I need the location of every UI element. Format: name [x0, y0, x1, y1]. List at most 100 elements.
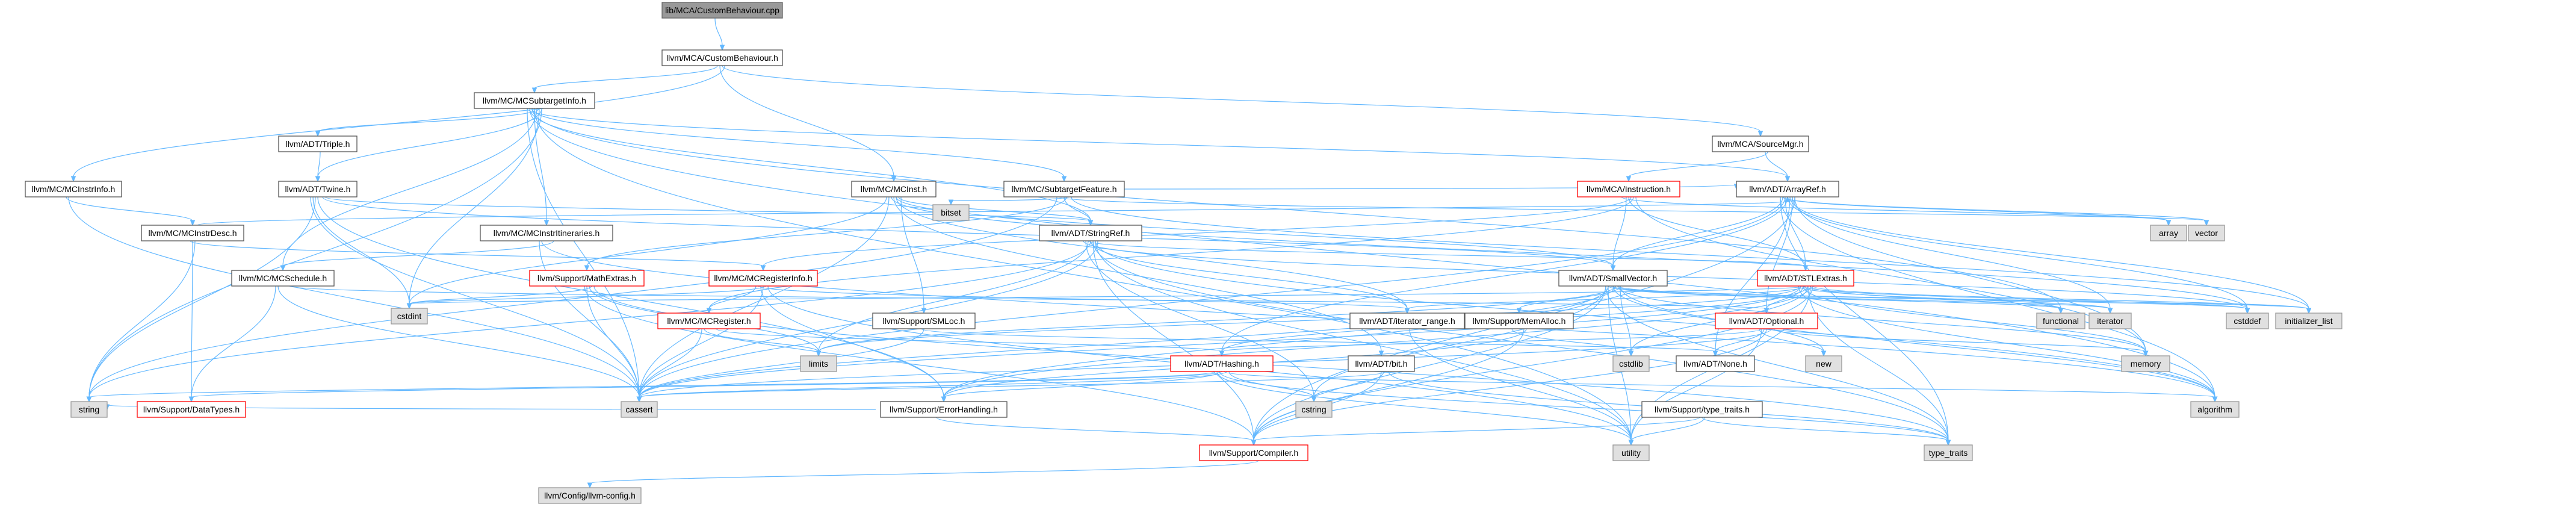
node-array[interactable]: array [2150, 225, 2187, 241]
edge-twine-to-errhandling [317, 196, 947, 403]
edge-arrowhead [941, 396, 947, 403]
node-smallvector[interactable]: llvm/ADT/SmallVector.h [1558, 270, 1668, 287]
edge-arrowhead [2203, 220, 2209, 226]
node-box [278, 181, 358, 197]
node-box [1736, 181, 1839, 197]
node-limits[interactable]: limits [800, 355, 837, 372]
node-mcregister[interactable]: llvm/MC/MCRegister.h [657, 313, 761, 329]
edge-mathextras-to-compiler [584, 285, 1257, 446]
node-errhandling[interactable]: llvm/Support/ErrorHandling.h [880, 401, 1008, 418]
node-compiler[interactable]: llvm/Support/Compiler.h [1199, 444, 1308, 461]
node-bitset[interactable]: bitset [932, 204, 970, 221]
edge-arrowhead [636, 396, 642, 403]
node-label: llvm/Support/Compiler.h [1209, 448, 1299, 458]
node-instruction[interactable]: llvm/MCA/Instruction.h [1577, 181, 1680, 197]
node-iterrange[interactable]: llvm/ADT/iterator_range.h [1349, 313, 1465, 329]
node-stringref[interactable]: llvm/ADT/StringRef.h [1039, 225, 1142, 241]
node-box [1641, 401, 1763, 418]
node-box [2188, 225, 2225, 241]
node-none[interactable]: llvm/ADT/None.h [1676, 355, 1755, 372]
node-root[interactable]: lib/MCA/CustomBehaviour.cpp [661, 2, 783, 19]
node-label: llvm/MC/SubtargetFeature.h [1011, 184, 1116, 194]
node-new[interactable]: new [1805, 355, 1842, 372]
node-cstdlib[interactable]: cstdlib [1612, 355, 1650, 372]
node-utility[interactable]: utility [1612, 444, 1650, 461]
node-triple[interactable]: llvm/ADT/Triple.h [278, 135, 358, 152]
node-arrayref[interactable]: llvm/ADT/ArrayRef.h [1736, 181, 1839, 197]
node-subtarget[interactable]: llvm/MC/MCSubtargetInfo.h [474, 92, 595, 109]
edge-arrowhead [948, 199, 954, 206]
node-label: llvm/ADT/Triple.h [286, 139, 350, 149]
edge-line [527, 108, 640, 398]
node-bit[interactable]: llvm/ADT/bit.h [1348, 355, 1415, 372]
node-memory[interactable]: memory [2121, 355, 2170, 372]
node-box [538, 487, 642, 504]
node-twine[interactable]: llvm/ADT/Twine.h [278, 181, 358, 197]
node-cassert[interactable]: cassert [621, 401, 658, 418]
node-instrdesc[interactable]: llvm/MC/MCInstrDesc.h [141, 225, 244, 241]
node-initlist[interactable]: initializer_list [2275, 313, 2342, 329]
node-stlextras[interactable]: llvm/ADT/STLExtras.h [1757, 270, 1854, 287]
edge-arrowhead [1088, 220, 1094, 226]
edge-optional-to-memory [1773, 328, 2149, 357]
node-hashing[interactable]: llvm/ADT/Hashing.h [1170, 355, 1274, 372]
node-box [1676, 355, 1755, 372]
edge-subtarget-to-subfeature [531, 108, 1067, 182]
edge-line [1407, 285, 1806, 309]
edge-line [758, 285, 1408, 309]
edge-line [317, 108, 542, 178]
edge-bit-to-cassert [636, 371, 1387, 403]
node-label: llvm/MC/MCSchedule.h [239, 273, 327, 283]
edge-line [310, 196, 640, 398]
node-mcinst[interactable]: llvm/MC/MCInst.h [851, 181, 937, 197]
edge-line [639, 196, 890, 398]
node-subfeature[interactable]: llvm/MC/SubtargetFeature.h [1003, 181, 1125, 197]
node-box [1295, 401, 1333, 418]
node-cstring[interactable]: cstring [1295, 401, 1333, 418]
edge-line [1773, 328, 2146, 352]
edge-line [1810, 285, 2061, 309]
node-box [2150, 225, 2187, 241]
edge-line [1617, 285, 2248, 309]
node-string[interactable]: string [70, 401, 108, 418]
edge-smloc-to-none [921, 328, 1718, 357]
node-label: functional [2043, 316, 2079, 326]
edge-line [898, 196, 1091, 222]
edge-line [943, 285, 1811, 398]
node-cb_h[interactable]: llvm/MCA/CustomBehaviour.h [661, 49, 783, 66]
node-type_traits[interactable]: type_traits [1924, 444, 1973, 461]
node-reginfo[interactable]: llvm/MC/MCRegisterInfo.h [708, 270, 818, 287]
edge-stlextras-to-iterrange [1404, 285, 1806, 314]
node-vector[interactable]: vector [2188, 225, 2225, 241]
node-memalloc[interactable]: llvm/Support/MemAlloc.h [1464, 313, 1574, 329]
node-datatypes[interactable]: llvm/Support/DataTypes.h [137, 401, 246, 418]
edge-mcregister-to-limits [704, 328, 822, 357]
node-functional[interactable]: functional [2036, 313, 2085, 329]
edge-line [66, 196, 193, 222]
node-iterator[interactable]: iterator [2088, 313, 2132, 329]
edge-arrowhead [587, 482, 593, 489]
node-cstddef[interactable]: cstddef [2226, 313, 2269, 329]
node-schedule[interactable]: llvm/MC/MCSchedule.h [231, 270, 335, 287]
node-algorithm[interactable]: algorithm [2190, 401, 2240, 418]
edge-line [1224, 371, 2215, 398]
edge-line [1612, 285, 2215, 398]
node-instritin[interactable]: llvm/MC/MCInstrItineraries.h [480, 225, 613, 241]
node-cstdint[interactable]: cstdint [391, 308, 428, 325]
edge-line [714, 17, 723, 46]
node-typetraits_h[interactable]: llvm/Support/type_traits.h [1641, 401, 1763, 418]
node-sourcemgr[interactable]: llvm/MCA/SourceMgr.h [1712, 135, 1809, 152]
edge-line [1313, 371, 1384, 398]
edge-instrdesc-to-arrayref [197, 196, 1791, 226]
node-instrinfo[interactable]: llvm/MC/MCInstrInfo.h [25, 181, 122, 197]
node-box [621, 401, 658, 418]
edge-line [1409, 328, 1632, 441]
edge-line [708, 196, 1634, 309]
node-llvmconfig[interactable]: llvm/Config/llvm-config.h [538, 487, 642, 504]
edge-hashing-to-algorithm [1224, 371, 2218, 403]
node-mathextras[interactable]: llvm/Support/MathExtras.h [529, 270, 645, 287]
edge-instruction-to-reginfo [760, 196, 1632, 272]
edge-line [1630, 328, 1762, 441]
node-optional[interactable]: llvm/ADT/Optional.h [1715, 313, 1818, 329]
node-smloc[interactable]: llvm/Support/SMLoc.h [872, 313, 976, 329]
